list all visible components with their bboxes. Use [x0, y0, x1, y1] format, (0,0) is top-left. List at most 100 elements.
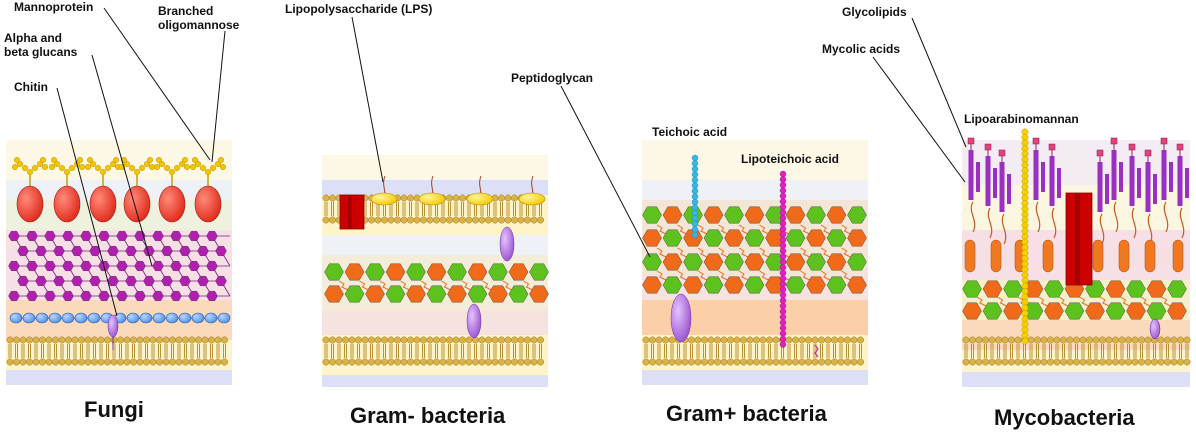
lipid-head [221, 358, 228, 366]
lipid-head [1079, 336, 1087, 344]
peptidoglycan-nag-unit [385, 285, 406, 303]
mannose-residue [17, 160, 24, 167]
lipid-head [407, 216, 414, 224]
lipid-head [459, 358, 466, 366]
lipid-head [439, 216, 447, 224]
glucan-unit [98, 291, 110, 301]
peptidoglycan-nag-unit [962, 280, 982, 298]
lipid-head [837, 358, 845, 366]
mannose-residue [123, 160, 130, 167]
peptidoglycan-nag-unit [344, 285, 365, 303]
lipid-head [426, 358, 434, 366]
peptidoglycan-nam-unit [662, 206, 683, 224]
peptidoglycan-nam-unit [806, 229, 826, 247]
peptidoglycan-nam-unit [642, 276, 662, 294]
lipid-head [818, 336, 825, 344]
glucan-unit [44, 261, 56, 271]
lipid-head [84, 358, 92, 366]
chitin-unit [87, 312, 101, 324]
lipid-head [381, 358, 388, 366]
lipid-head [39, 358, 46, 366]
peptide-crosslink [359, 280, 369, 291]
chitin-unit [191, 312, 205, 324]
lipid-head [201, 336, 209, 344]
mannose-residue [109, 160, 116, 167]
glucan-unit [206, 261, 218, 271]
lipid-head [1125, 358, 1132, 366]
mannose-residue [68, 164, 75, 171]
mannoprotein [16, 185, 44, 223]
peptidoglycan-nag-unit [1064, 302, 1085, 320]
lipid-head [13, 358, 20, 366]
chitin-unit [178, 312, 192, 324]
peptide-crosslink [841, 224, 851, 235]
lipid-head [537, 336, 544, 344]
lipoteichoic-acid-unit [779, 269, 787, 277]
lipid-head [110, 358, 118, 366]
lipid-head [740, 358, 747, 366]
lipid-head [988, 336, 996, 344]
lipid-head [394, 216, 401, 224]
lipid-head [779, 358, 786, 366]
lipid-head [511, 216, 518, 224]
peptide-crosslink [738, 247, 749, 258]
teichoic-acid-unit [691, 209, 699, 217]
arabinogalactan [1092, 239, 1104, 273]
glucan-unit [134, 261, 146, 271]
lipid-head [1060, 336, 1067, 344]
periplasmic-protein [499, 226, 515, 262]
mycobacteria-components [964, 128, 1189, 345]
label-branched-oligomannose-line1: Branched [158, 4, 214, 18]
fungi-chitin-layer [9, 312, 231, 324]
mannose-residue [181, 156, 188, 163]
lipid-head [772, 358, 780, 366]
lipid-head [374, 216, 382, 224]
lipid-head [143, 358, 150, 366]
mannose-residue [112, 156, 119, 163]
peptide-crosslink [820, 270, 831, 281]
lipid-head [766, 358, 773, 366]
lipid-head [19, 358, 27, 366]
lipid-head [13, 336, 20, 344]
peptidoglycan-nam-unit [488, 285, 508, 303]
lipid-head [149, 358, 157, 366]
peptidoglycan-nag-unit [765, 206, 785, 224]
label-lps: Lipopolysaccharide (LPS) [285, 2, 433, 16]
peptidoglycan-nag-unit [785, 229, 806, 247]
lipoteichoic-acid-unit [779, 203, 787, 211]
peptidoglycan-nag-unit [765, 253, 785, 271]
peptidoglycan-nag-unit [508, 285, 529, 303]
peptidoglycan-nag-unit [703, 276, 724, 294]
lipid-head [45, 336, 53, 344]
lipid-head [97, 358, 105, 366]
lipid-head [162, 336, 170, 344]
peptide-crosslink [841, 270, 851, 281]
lipid-head [433, 358, 440, 366]
chitin-unit [217, 312, 231, 324]
glucan-unit [188, 261, 200, 271]
peptidoglycan-nam-unit [847, 229, 867, 247]
lipid-head [478, 216, 486, 224]
leader-line [211, 30, 226, 163]
glucan-unit [62, 291, 74, 301]
lipid-head [182, 336, 189, 344]
peptidoglycan-nam-unit [1146, 280, 1167, 298]
mannose-residue [209, 164, 216, 171]
peptide-crosslink [820, 247, 831, 258]
lipid-head [368, 336, 375, 344]
lipid-anchor [814, 344, 819, 358]
lps-lipid-a [466, 192, 494, 206]
lipid-head [201, 358, 209, 366]
lipid-head [530, 336, 538, 344]
lipid-head [123, 336, 131, 344]
peptide-crosslink [820, 224, 831, 235]
peptide-crosslink [1058, 296, 1069, 307]
peptidoglycan-nag-unit [847, 253, 867, 271]
mannose-residue [22, 164, 29, 171]
peptidoglycan-nag-unit [1126, 280, 1146, 298]
glucan-unit [8, 261, 20, 271]
lipid-head [1164, 336, 1171, 344]
teichoic-acid-unit [691, 187, 699, 195]
lipid-head [1040, 336, 1048, 344]
